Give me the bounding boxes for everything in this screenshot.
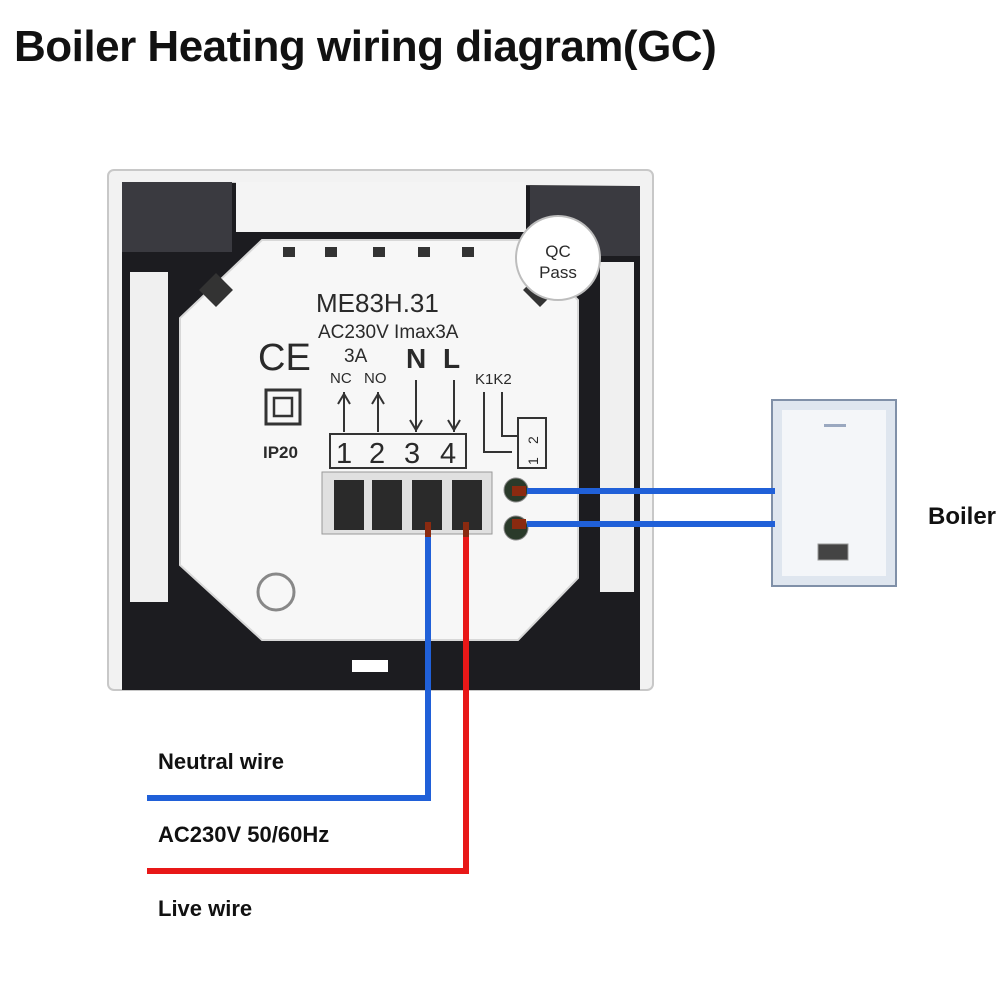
vent-slot [373, 247, 385, 257]
terminal-1-label: 1 [336, 438, 352, 470]
vent-slot [462, 247, 474, 257]
terminal-3-label: 3 [404, 438, 420, 470]
terminal-number-block [329, 433, 467, 469]
power-rating: AC230V Imax3A [318, 322, 459, 343]
wires [147, 486, 775, 874]
terminal-1-screw [334, 480, 364, 530]
k-terminal-1-label: 1 [525, 457, 541, 465]
double-insulation-inner [272, 396, 294, 418]
k1-contact [512, 486, 526, 496]
screw-hole [256, 572, 296, 612]
model-number: ME83H.31 [316, 288, 439, 318]
live-mark: L [443, 343, 460, 374]
ce-mark: CE [258, 337, 311, 379]
vent-slot [283, 247, 295, 257]
terminal-3-screw [412, 480, 442, 530]
k-terminal-2-label: 2 [525, 436, 541, 444]
vent-slot [418, 247, 430, 257]
neutral-mark: N [406, 343, 426, 374]
double-insulation-icon [264, 388, 302, 426]
terminal-2-screw [372, 480, 402, 530]
terminal-2-label: 2 [369, 438, 385, 470]
neutral-wire [147, 537, 431, 801]
qc-sticker-line2: Pass [539, 263, 577, 282]
no-label: NO [364, 370, 387, 387]
qc-sticker-line1: QC [545, 242, 571, 261]
plate-side-left [130, 272, 168, 602]
boiler-display [817, 543, 849, 561]
relay-rating: 3A [344, 346, 368, 367]
k2-contact [512, 519, 526, 529]
corner-slot [199, 273, 233, 307]
k-terminal-block [517, 417, 547, 469]
vent-slot [325, 247, 337, 257]
nc-label: NC [330, 370, 352, 387]
neutral-wire-label: Neutral wire [158, 749, 284, 774]
live-wire-label: Live wire [158, 896, 253, 921]
boiler-logo [824, 424, 846, 427]
plate-top-gap [236, 182, 526, 232]
terminal-4-screw [452, 480, 482, 530]
bottom-notch [352, 660, 388, 672]
live-wire [147, 537, 469, 874]
terminal-arrows [337, 380, 518, 453]
qc-sticker [515, 215, 601, 301]
boiler-unit [771, 399, 897, 587]
k-terminal-label: K1K2 [475, 371, 512, 388]
boiler-label: Boiler [928, 503, 997, 530]
supply-voltage-label: AC230V 50/60Hz [158, 822, 330, 847]
plate-tab-tl [122, 182, 232, 252]
diagram-title: Boiler Heating wiring diagram(GC) [14, 22, 717, 71]
terminal-4-label: 4 [440, 438, 456, 470]
plate-side-right [600, 262, 634, 592]
ip-rating: IP20 [263, 443, 298, 462]
